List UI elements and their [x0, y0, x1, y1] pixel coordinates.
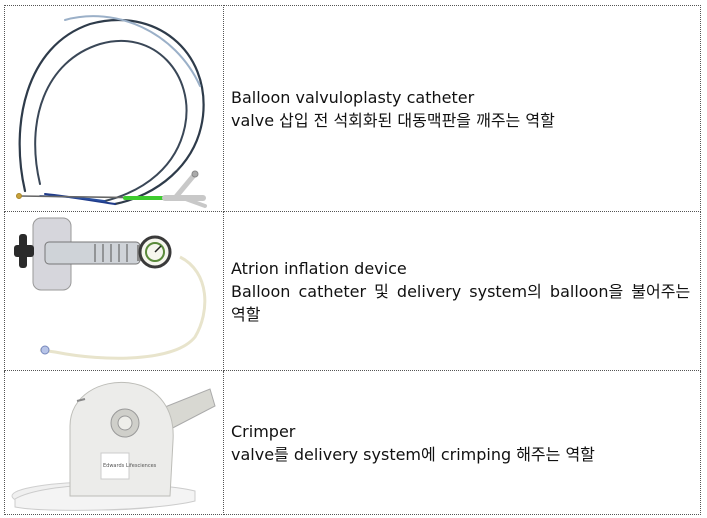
text-cell: Balloon valvuloplasty catheter valve 삽입 …: [223, 5, 701, 212]
table-row: Edwards Lifesciences Crimper valve를 deli…: [4, 370, 701, 515]
image-cell: [4, 211, 224, 371]
device-description: valve를 delivery system에 crimping 해주는 역할: [231, 444, 595, 464]
table-row: Balloon valvuloplasty catheter valve 삽입 …: [4, 5, 701, 212]
text-cell: Crimper valve를 delivery system에 crimping…: [223, 370, 701, 515]
device-description: valve 삽입 전 석회화된 대동맥판을 깨주는 역할: [231, 110, 555, 130]
table-row: Atrion inflation device Balloon catheter…: [4, 211, 701, 371]
device-name: Balloon valvuloplasty catheter: [231, 87, 475, 107]
inflation-device-image: [14, 217, 207, 360]
image-cell: [4, 5, 224, 212]
device-table: Balloon valvuloplasty catheter valve 삽입 …: [4, 5, 701, 515]
device-name: Crimper: [231, 421, 296, 441]
crimper-image: Edwards Lifesciences: [11, 381, 216, 511]
device-name: Atrion inflation device: [231, 258, 407, 278]
device-description: Balloon catheter 및 delivery system의 ball…: [231, 281, 691, 324]
image-cell: Edwards Lifesciences: [4, 370, 224, 515]
catheter-image: [16, 15, 207, 208]
text-cell: Atrion inflation device Balloon catheter…: [223, 211, 701, 371]
brand-label: Edwards Lifesciences: [103, 463, 157, 469]
